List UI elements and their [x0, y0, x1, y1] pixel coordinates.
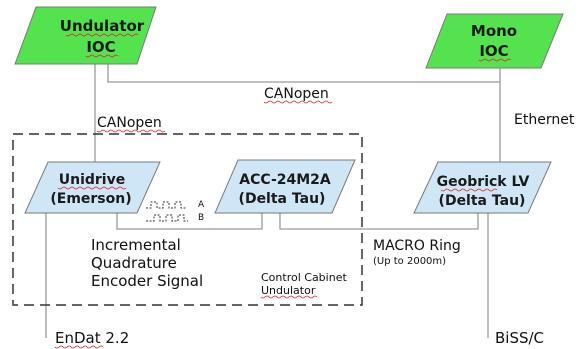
canopen-top-label: CANopen	[264, 86, 329, 102]
geobrick-sublabel: (Delta Tau)	[439, 193, 526, 209]
unidrive-shape	[24, 161, 161, 214]
cabinet-label-line2: Undulator	[261, 284, 316, 297]
mono-ioc-label: Mono	[471, 22, 517, 40]
geobrick-label: Geobrick LV	[437, 174, 530, 190]
macro-ring-label: MACRO Ring	[373, 238, 461, 254]
cabinet-label-line1: Control Cabinet	[261, 271, 347, 284]
unidrive-to-acc-line	[116, 213, 263, 230]
acc-sublabel: (Delta Tau)	[239, 191, 326, 207]
geobrick-shape	[413, 161, 552, 214]
control-cabinet-boundary	[12, 133, 363, 306]
encoder-signal-line3: Encoder Signal	[91, 272, 203, 290]
spellcheck-underline	[57, 186, 127, 190]
spellcheck-underline	[440, 188, 498, 192]
acc-label: ACC-24M2A	[239, 172, 331, 188]
spellcheck-underline	[85, 54, 119, 58]
waveform-channel-b	[146, 214, 188, 222]
canopen-bus-line	[107, 62, 501, 83]
biss-label: BiSS/C	[495, 329, 544, 347]
spellcheck-underline	[54, 345, 104, 349]
canopen-left-label: CANopen	[97, 115, 162, 131]
unidrive-label: Unidrive	[59, 172, 125, 188]
mono-ioc-node: Mono IOC	[425, 13, 564, 69]
unidrive-sublabel: (Emerson)	[50, 191, 131, 207]
waveform-channel-a	[146, 201, 186, 209]
mono-ioc-shape	[425, 13, 564, 69]
acc-shape	[214, 159, 356, 214]
signal-b-label: B	[198, 213, 204, 223]
connections	[45, 62, 501, 338]
spellcheck-underline	[65, 33, 139, 37]
encoder-signal-line2: Quadrature	[91, 254, 177, 272]
undulator-ioc-node: Undulator IOC	[14, 6, 157, 65]
macro-ring-line	[279, 213, 479, 230]
spellcheck-underline	[263, 100, 333, 104]
signal-a-label: A	[198, 200, 205, 210]
ethernet-label: Ethernet	[514, 112, 575, 128]
undulator-ioc-sublabel: IOC	[86, 38, 115, 56]
undulator-ioc-label: Undulator	[60, 17, 145, 35]
spellcheck-underline	[96, 129, 166, 133]
spellcheck-underline	[260, 295, 318, 299]
endat-label: EnDat 2.2	[55, 329, 129, 347]
spellcheck-underline	[478, 58, 512, 62]
geobrick-node: Geobrick LV (Delta Tau)	[413, 161, 552, 214]
unidrive-node: Unidrive (Emerson)	[24, 161, 161, 214]
quadrature-waveform-icon	[146, 201, 188, 222]
mono-ioc-sublabel: IOC	[479, 42, 508, 60]
acc-node: ACC-24M2A (Delta Tau)	[214, 159, 356, 214]
encoder-signal-line1: Incremental	[91, 236, 181, 254]
macro-ring-sublabel: (Up to 2000m)	[373, 256, 446, 267]
